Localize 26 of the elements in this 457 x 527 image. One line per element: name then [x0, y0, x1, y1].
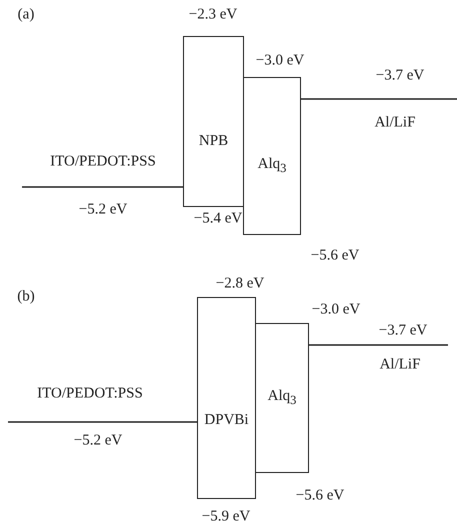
energy-value: −2.3 eV [188, 6, 238, 24]
energy-value: −3.0 eV [312, 302, 360, 318]
energy-level-box [183, 36, 244, 207]
material-label: DPVBi [204, 412, 249, 428]
energy-value: −3.7 eV [378, 322, 428, 340]
energy-value: −5.2 eV [74, 432, 122, 450]
energy-value: −5.6 eV [310, 248, 360, 264]
energy-value: −5.6 eV [296, 488, 344, 504]
material-label: Alq$_{3}$ [258, 156, 286, 176]
energy-value: −2.8 eV [216, 276, 264, 292]
energy-value: −3.0 eV [256, 52, 304, 70]
panel-label: (a) [18, 6, 34, 24]
energy-level-box [255, 323, 309, 473]
material-label: NPB [198, 133, 228, 150]
material-label: Alq$_{3}$ [268, 388, 296, 408]
energy-level-box [243, 77, 301, 235]
electrode-label: ITO/PEDOT:PSS [50, 154, 156, 170]
energy-value: −5.2 eV [78, 202, 128, 218]
energy-value: −5.4 eV [194, 210, 242, 228]
energy-value: −5.9 eV [202, 508, 250, 526]
electrode-label: ITO/PEDOT:PSS [37, 386, 143, 402]
energy-level-box [197, 297, 256, 499]
energy-value: −3.7 eV [376, 68, 424, 84]
electrode-label: Al/LiF [374, 114, 416, 132]
panel-label: (b) [17, 288, 35, 306]
electrode-label: Al/LiF [380, 356, 420, 374]
